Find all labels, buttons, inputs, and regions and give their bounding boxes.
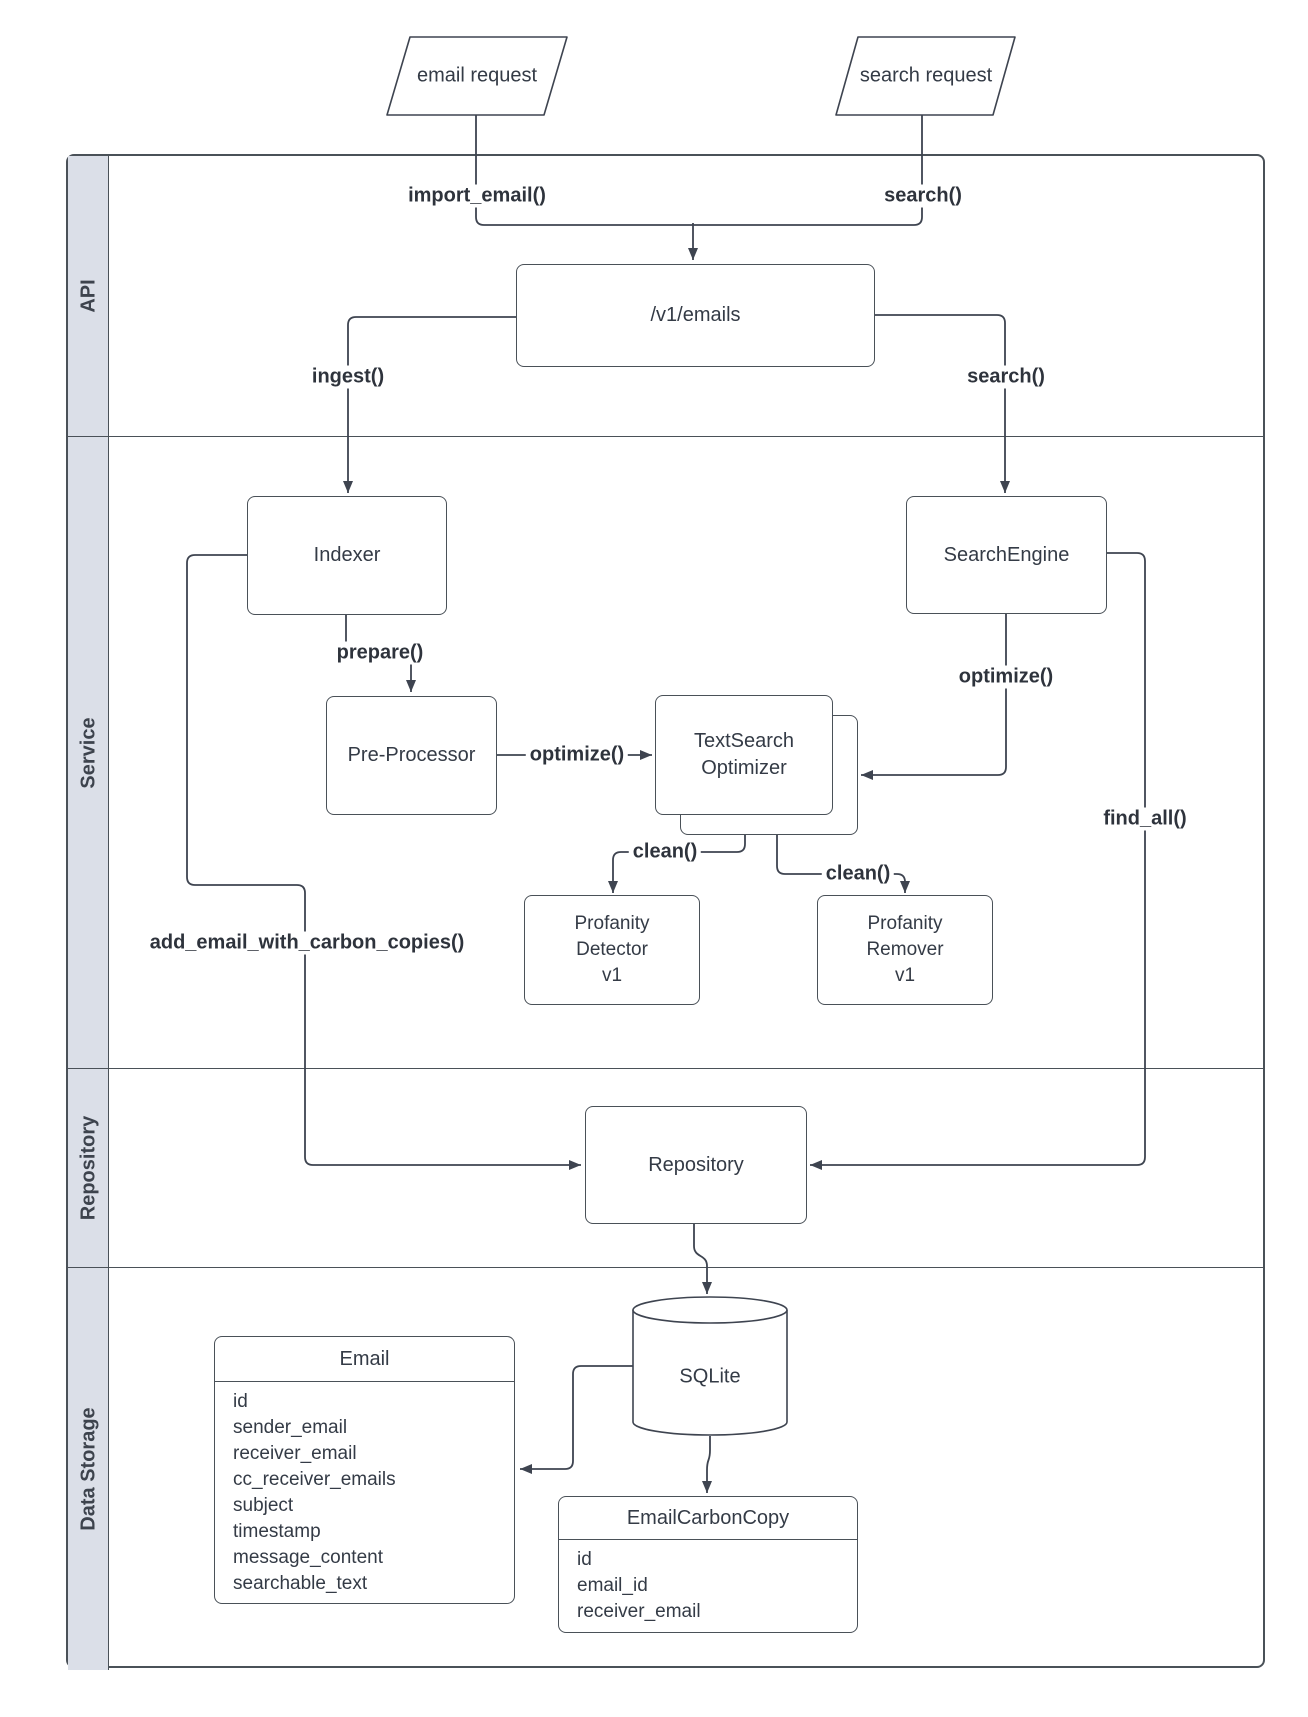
email-table-title: Email: [215, 1337, 514, 1382]
email-field: message_content: [233, 1547, 383, 1568]
email-carbon-copy-table: EmailCarbonCopy id email_id receiver_ema…: [558, 1496, 858, 1633]
lane-data-storage: Data Storage: [68, 1268, 1263, 1670]
edge-optimize-right: [861, 614, 1007, 780]
email-request-label: email request: [416, 64, 538, 87]
edge-email-request-to-merge: [475, 115, 693, 226]
edge-label-clean-left: clean(): [628, 840, 702, 864]
email-carbon-copy-table-fields: id email_id receiver_email: [559, 1540, 857, 1625]
node-profanity-remover-line2: Remover: [866, 939, 944, 960]
email-request-shape: [386, 36, 568, 116]
node-profanity-detector-line3: v1: [601, 965, 623, 986]
node-search-engine-label: SearchEngine: [943, 543, 1070, 566]
node-profanity-detector-line2: Detector: [576, 939, 648, 960]
email-field: searchable_text: [233, 1573, 368, 1594]
email-field: sender_email: [233, 1417, 348, 1438]
edge-label-search-top: search(): [880, 184, 966, 208]
edge-label-optimize-right: optimize(): [954, 665, 1058, 689]
email-field: subject: [233, 1495, 294, 1516]
edge-repository-to-sqlite: [693, 1224, 712, 1294]
email-carbon-copy-table-title: EmailCarbonCopy: [559, 1497, 857, 1540]
node-v1-emails: /v1/emails: [516, 264, 875, 367]
node-v1-emails-label: /v1/emails: [650, 304, 741, 326]
node-profanity-detector-line1: Profanity: [574, 913, 650, 934]
email-table: Email id sender_email receiver_email cc_…: [214, 1336, 515, 1604]
edge-label-prepare: prepare(): [332, 641, 428, 665]
email-carbon-copy-field: email_id: [577, 1575, 648, 1596]
node-pre-processor: Pre-Processor: [326, 696, 497, 815]
edge-add-email-with-carbon-copies: [186, 554, 581, 1170]
node-profanity-remover-line1: Profanity: [867, 913, 943, 934]
email-field: receiver_email: [233, 1443, 357, 1464]
edge-label-add-email-with-carbon-copies: add_email_with_carbon_copies(): [145, 931, 469, 955]
edge-sqlite-to-emailcarboncopy: [702, 1436, 712, 1493]
node-repository: Repository: [585, 1106, 807, 1224]
lane-repository: Repository: [68, 1069, 1263, 1268]
edge-search-to-searchengine: [875, 314, 1010, 493]
node-indexer: Indexer: [247, 496, 447, 615]
email-carbon-copy-field: id: [577, 1549, 592, 1570]
email-carbon-copy-field: receiver_email: [577, 1601, 701, 1622]
node-search-engine: SearchEngine: [906, 496, 1107, 614]
node-indexer-label: Indexer: [313, 544, 381, 566]
node-text-search-optimizer: TextSearch Optimizer: [655, 695, 833, 815]
sqlite-cylinder-shape: [632, 1296, 788, 1436]
node-profanity-remover: Profanity Remover v1: [817, 895, 993, 1005]
edge-sqlite-to-email: [520, 1365, 633, 1474]
lane-api: API: [68, 156, 1263, 437]
sqlite-label: SQLite: [679, 1365, 741, 1388]
lane-service-strip: Service: [68, 437, 109, 1068]
edge-search-request-to-merge: [693, 115, 923, 226]
edge-label-ingest: ingest(): [307, 365, 389, 389]
edge-ingest: [343, 316, 516, 493]
node-text-search-optimizer-line1: TextSearch: [693, 730, 795, 752]
search-request-shape: [835, 36, 1016, 116]
swimlane-container: API Service Repository Data Storage: [66, 154, 1265, 1670]
email-field: timestamp: [233, 1521, 321, 1542]
edge-find-all: [810, 552, 1146, 1170]
email-field: id: [233, 1391, 248, 1412]
edge-label-import-email: import_email(): [404, 184, 550, 208]
node-profanity-remover-line3: v1: [894, 965, 916, 986]
edge-label-optimize-left: optimize(): [525, 743, 629, 767]
node-repository-label: Repository: [648, 1153, 744, 1176]
lane-service: Service: [68, 437, 1263, 1069]
search-request-label: search request: [859, 64, 993, 87]
node-profanity-detector: Profanity Detector v1: [524, 895, 700, 1005]
node-pre-processor-label: Pre-Processor: [347, 744, 476, 766]
edge-label-clean-right: clean(): [821, 862, 895, 886]
edge-label-search-mid: search(): [963, 365, 1049, 389]
lane-repository-strip: Repository: [68, 1069, 109, 1267]
lane-api-strip: API: [68, 156, 109, 436]
node-text-search-optimizer-line2: Optimizer: [701, 757, 787, 779]
email-table-fields: id sender_email receiver_email cc_receiv…: [215, 1382, 514, 1597]
lane-data-storage-strip: Data Storage: [68, 1268, 109, 1670]
email-field: cc_receiver_emails: [233, 1469, 396, 1490]
edge-label-find-all: find_all(): [1099, 807, 1191, 831]
